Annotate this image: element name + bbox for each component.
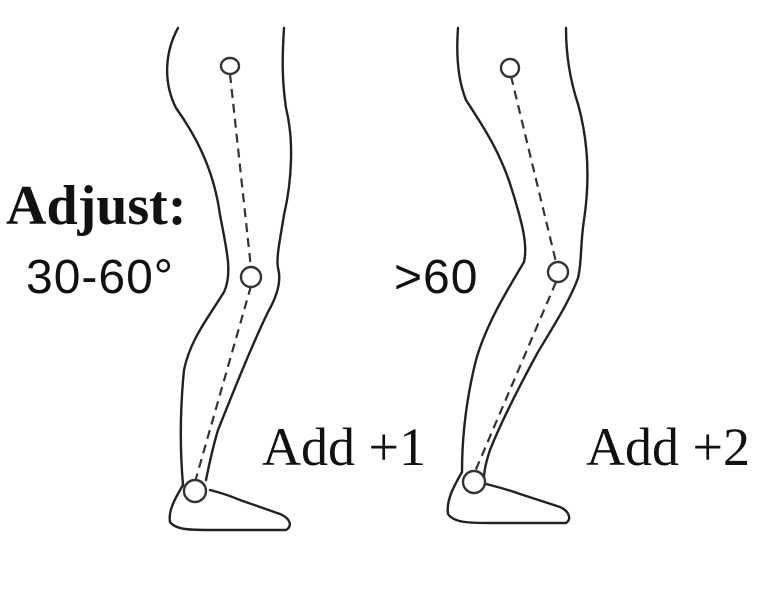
ankle-joint-left (182, 478, 208, 504)
leg-left-back-outline (166, 26, 291, 532)
leg-right-axis-shin (472, 281, 558, 475)
knee-joint-left (239, 265, 263, 289)
leg-left-axis-thigh (228, 73, 253, 269)
leg-right-front-outline (482, 26, 589, 480)
ankle-joint-right (461, 469, 487, 495)
adjust-heading: Adjust: (6, 175, 187, 237)
leg-left-front-outline (204, 26, 293, 482)
add-label-right: Add +2 (586, 417, 750, 477)
leg-right-axis-thigh (509, 75, 558, 263)
hip-joint-left (219, 56, 241, 76)
leg-left-axis-shin (193, 285, 253, 483)
hip-joint-right (499, 57, 521, 79)
knee-joint-right (546, 260, 570, 284)
range-label-left: 30-60° (26, 251, 174, 304)
add-label-left: Add +1 (262, 417, 426, 477)
leg-right-back-outline (446, 26, 571, 525)
range-label-right: >60 (394, 251, 479, 304)
